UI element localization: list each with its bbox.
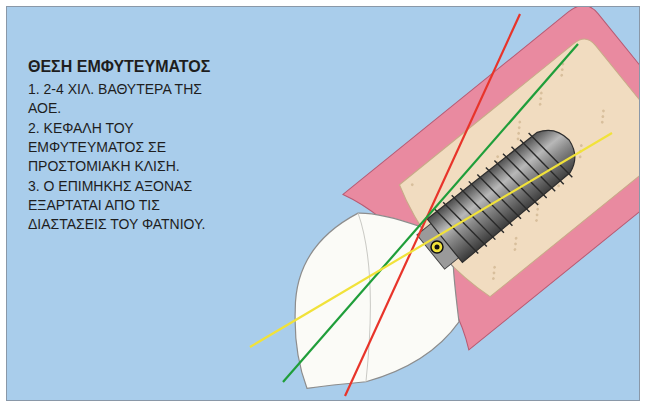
note-text: 1. 2-4 ΧΙΛ. ΒΑΘΥΤΕΡΑ ΤΗΣ ΑΟΕ. [28, 80, 228, 118]
note-text: 3. Ο ΕΠΙΜΗΚΗΣ ΑΞΟΝΑΣ ΕΞΑΡΤΑΤΑΙ ΑΠΟ ΤΙΣ Δ… [28, 177, 228, 234]
note-text: 2. ΚΕΦΑΛΗ ΤΟΥ ΕΜΦΥΤΕΥΜΑΤΟΣ ΣΕ ΠΡΟΣΤΟΜΙΑΚ… [28, 119, 228, 176]
heading: ΘΕΣΗ ΕΜΦΥΤΕΥΜΑΤΟΣ [28, 58, 210, 76]
